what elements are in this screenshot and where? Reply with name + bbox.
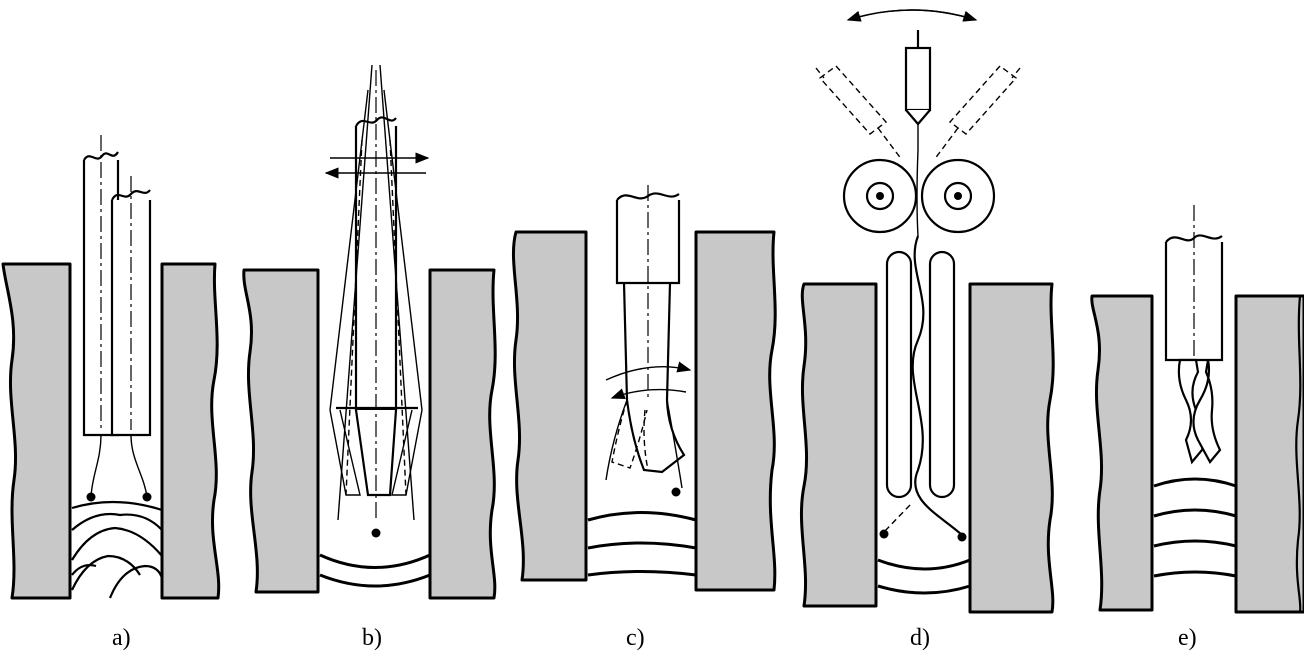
workpiece-wall-left — [799, 282, 878, 608]
electrode-2 — [110, 176, 152, 502]
label-d: d) — [910, 625, 930, 651]
weld-beads — [877, 558, 971, 595]
wire-feeder — [846, 9, 978, 237]
weld-beads — [1153, 477, 1237, 578]
workpiece-wall-right — [1234, 294, 1304, 614]
guide-tubes — [879, 235, 967, 542]
weld-beads — [319, 553, 431, 588]
panel-c: c) — [512, 185, 777, 651]
workpiece-wall-right — [160, 262, 221, 600]
workpiece-wall-right — [694, 230, 777, 592]
label-b: b) — [362, 625, 382, 651]
workpiece-wall-right — [968, 282, 1055, 614]
workpiece-wall-left — [242, 268, 320, 594]
label-e: e) — [1178, 625, 1197, 651]
workpiece-wall-right — [428, 268, 497, 600]
weld-beads — [71, 500, 164, 599]
tilted-gun-positions — [815, 65, 1021, 161]
label-c: c) — [626, 625, 645, 651]
workpiece-wall-left — [1090, 294, 1154, 612]
label-a: a) — [112, 625, 131, 651]
weld-beads — [587, 511, 697, 577]
panel-b: b) — [242, 64, 497, 651]
panel-e: e) — [1090, 205, 1304, 651]
bent-electrode-torch — [605, 185, 692, 497]
oscillating-electrode — [324, 64, 430, 538]
workpiece-wall-left — [512, 230, 588, 582]
feed-rollers — [842, 158, 996, 234]
panel-a: a) — [1, 135, 221, 651]
twisted-electrode — [1164, 205, 1224, 465]
workpiece-wall-left — [1, 262, 72, 600]
panel-d: d) — [799, 9, 1055, 651]
